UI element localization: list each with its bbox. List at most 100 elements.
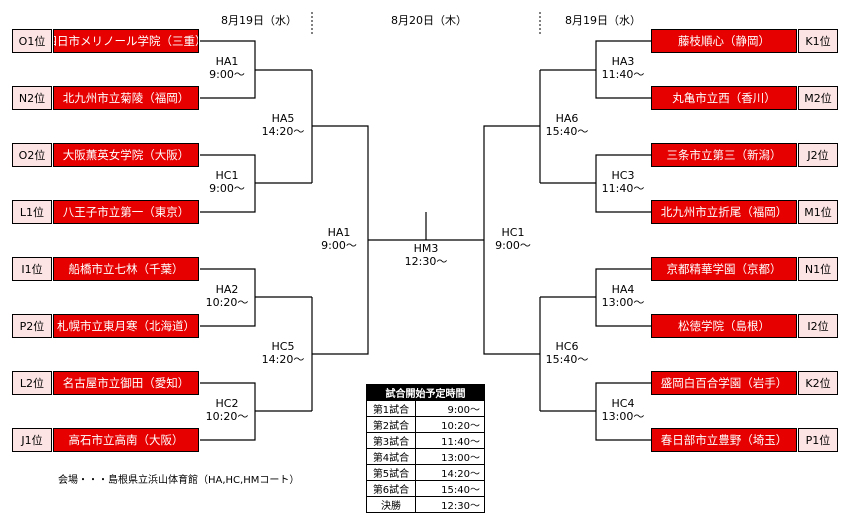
match-court: HA5 <box>271 112 295 125</box>
seed-right-1: K1位 <box>798 29 838 53</box>
match-time: 13:00～ <box>601 410 645 423</box>
team-right-1: 藤枝順心（静岡） <box>651 29 797 53</box>
match-label: HA4 13:00～ <box>596 283 650 309</box>
team-left-1: 四日市メリノール学院（三重） <box>53 29 199 53</box>
team-right-6: 松徳学院（島根） <box>651 314 797 338</box>
match-time: 9:00～ <box>209 182 245 195</box>
match-time: 14:20～ <box>261 353 305 366</box>
match-court: HC3 <box>611 169 635 182</box>
match-court: HC1 <box>215 169 239 182</box>
match-time: 9:00～ <box>321 239 357 252</box>
match-court: HA1 <box>215 55 239 68</box>
match-label: HC2 10:20～ <box>200 397 254 423</box>
table-row: 第6試合 15:40～ <box>366 480 485 497</box>
schedule-time: 10:20～ <box>415 416 485 433</box>
table-row: 第5試合 14:20～ <box>366 464 485 481</box>
schedule-time: 12:30～ <box>415 496 485 513</box>
match-label: HA6 15:40～ <box>540 112 594 138</box>
table-row: 第2試合 10:20～ <box>366 416 485 433</box>
match-court: HA1 <box>327 226 351 239</box>
match-label-final: HM3 12:30～ <box>398 242 454 268</box>
seed-left-2: N2位 <box>12 86 52 110</box>
match-time: 9:00～ <box>495 239 531 252</box>
match-label: HA2 10:20～ <box>200 283 254 309</box>
schedule-game: 決勝 <box>366 496 416 513</box>
seed-left-1: O1位 <box>12 29 52 53</box>
bracket-left-r1d <box>200 382 312 441</box>
date-right: 8月19日（水） <box>565 14 641 27</box>
seed-right-6: I2位 <box>798 314 838 338</box>
bracket-left-r1b <box>200 154 312 213</box>
match-time: 10:20～ <box>205 296 249 309</box>
match-label: HC3 11:40～ <box>596 169 650 195</box>
bracket-left-r1c <box>200 268 312 327</box>
match-time: 13:00～ <box>601 296 645 309</box>
team-left-3: 大阪薫英女学院（大阪） <box>53 143 199 167</box>
match-label: HA5 14:20～ <box>256 112 310 138</box>
match-time: 11:40～ <box>601 68 645 81</box>
match-court: HC6 <box>555 340 579 353</box>
match-court: HC5 <box>271 340 295 353</box>
table-row: 第1試合 9:00～ <box>366 400 485 417</box>
team-left-7: 名古屋市立御田（愛知） <box>53 371 199 395</box>
match-court: HM3 <box>413 242 439 255</box>
schedule-time: 15:40～ <box>415 480 485 497</box>
match-court: HA3 <box>611 55 635 68</box>
team-right-4: 北九州市立折尾（福岡） <box>651 200 797 224</box>
match-time: 15:40～ <box>545 125 589 138</box>
match-time: 14:20～ <box>261 125 305 138</box>
team-left-2: 北九州市立菊陵（福岡） <box>53 86 199 110</box>
match-court: HC2 <box>215 397 239 410</box>
match-time: 9:00～ <box>209 68 245 81</box>
match-label: HC4 13:00～ <box>596 397 650 423</box>
match-time: 10:20～ <box>205 410 249 423</box>
match-label: HC1 9:00～ <box>200 169 254 195</box>
match-time: 12:30～ <box>404 255 448 268</box>
team-right-7: 盛岡白百合学園（岩手） <box>651 371 797 395</box>
seed-left-8: J1位 <box>12 428 52 452</box>
match-time: 11:40～ <box>601 182 645 195</box>
team-right-8: 春日部市立豊野（埼玉） <box>651 428 797 452</box>
match-court: HA4 <box>611 283 635 296</box>
bracket-right-r1a <box>540 40 651 99</box>
team-right-5: 京都精華学園（京都） <box>651 257 797 281</box>
seed-left-5: I1位 <box>12 257 52 281</box>
table-row: 第4試合 13:00～ <box>366 448 485 465</box>
match-label: HA3 11:40～ <box>596 55 650 81</box>
bracket-right-r1c <box>540 268 651 327</box>
seed-left-6: P2位 <box>12 314 52 338</box>
venue-note: 会場・・・島根県立浜山体育館（HA,HC,HMコート） <box>58 475 300 486</box>
match-court: HC1 <box>501 226 525 239</box>
seed-right-4: M1位 <box>798 200 838 224</box>
team-right-3: 三条市立第三（新潟） <box>651 143 797 167</box>
schedule-game: 第4試合 <box>366 448 416 465</box>
table-row: 決勝 12:30～ <box>366 496 485 513</box>
bracket-left-r1a <box>200 40 312 99</box>
seed-right-2: M2位 <box>798 86 838 110</box>
match-court: HC4 <box>611 397 635 410</box>
schedule-time: 13:00～ <box>415 448 485 465</box>
match-court: HA2 <box>215 283 239 296</box>
seed-right-5: N1位 <box>798 257 838 281</box>
seed-left-3: O2位 <box>12 143 52 167</box>
schedule-game: 第2試合 <box>366 416 416 433</box>
match-time: 15:40～ <box>545 353 589 366</box>
team-left-5: 船橋市立七林（千葉） <box>53 257 199 281</box>
team-right-2: 丸亀市立西（香川） <box>651 86 797 110</box>
match-label: HA1 9:00～ <box>200 55 254 81</box>
team-left-8: 高石市立高南（大阪） <box>53 428 199 452</box>
match-court: HA6 <box>555 112 579 125</box>
schedule-game: 第6試合 <box>366 480 416 497</box>
bracket-right-r1b <box>540 154 651 213</box>
seed-left-7: L2位 <box>12 371 52 395</box>
seed-right-7: K2位 <box>798 371 838 395</box>
date-center: 8月20日（木） <box>391 14 467 27</box>
match-label: HA1 9:00～ <box>312 226 366 252</box>
schedule-time: 11:40～ <box>415 432 485 449</box>
schedule-time: 9:00～ <box>415 400 485 417</box>
schedule-game: 第1試合 <box>366 400 416 417</box>
match-label: HC5 14:20～ <box>256 340 310 366</box>
seed-right-3: J2位 <box>798 143 838 167</box>
schedule-table: 試合開始予定時間 第1試合 9:00～ 第2試合 10:20～ 第3試合 11:… <box>366 384 485 513</box>
